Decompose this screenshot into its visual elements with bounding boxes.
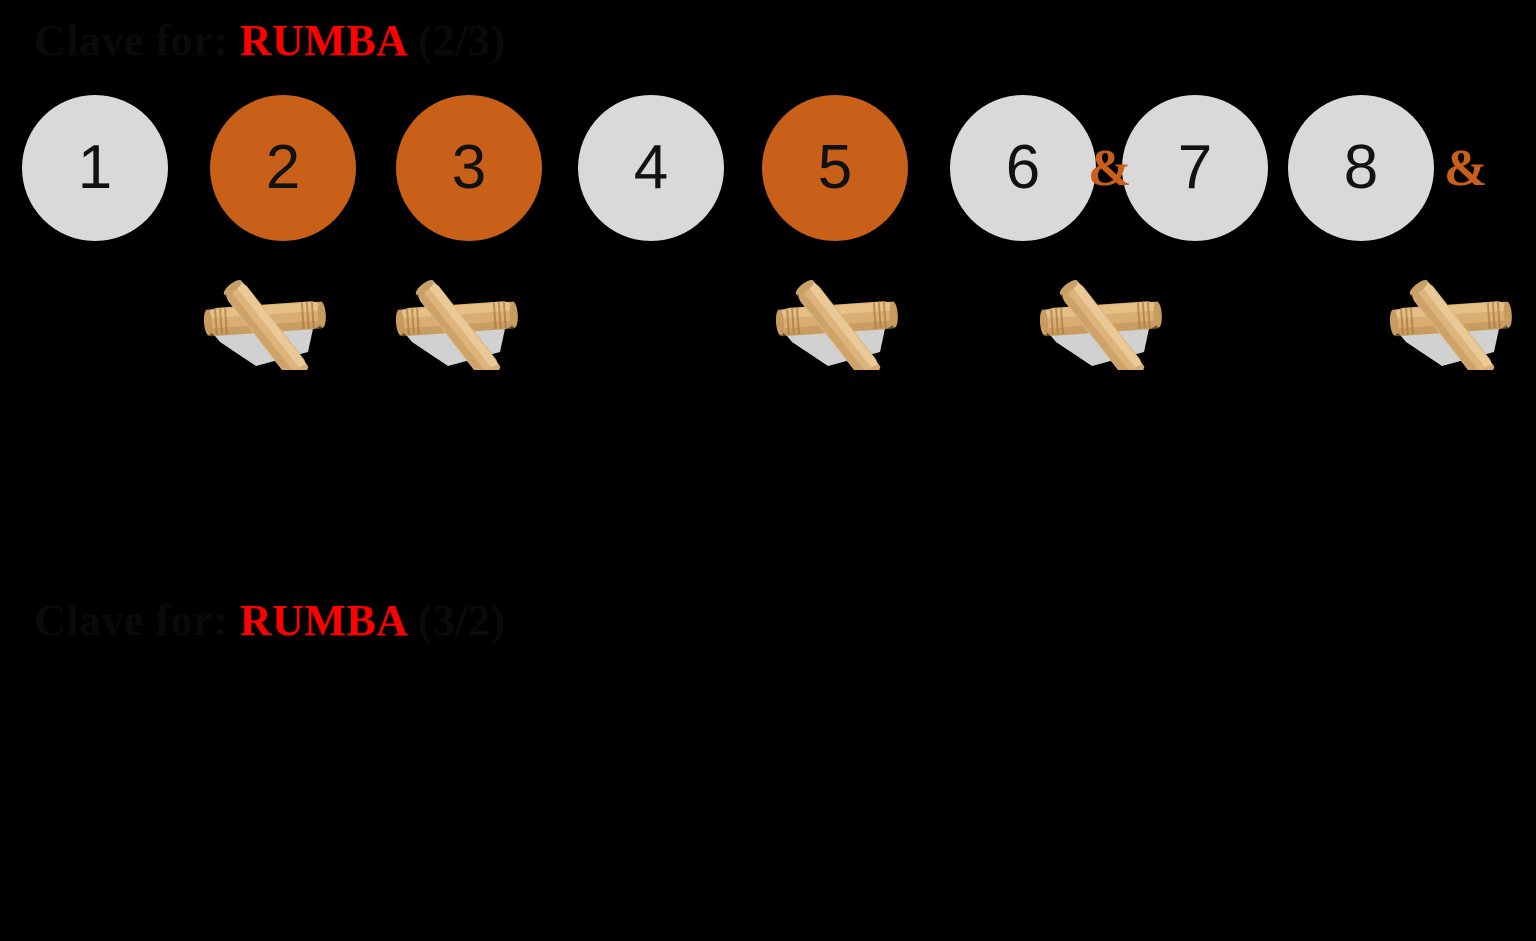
beat-circle-1[interactable]: 1 (22, 95, 168, 241)
beat-circle-4[interactable]: 4 (578, 95, 724, 241)
beat-number-label: 1 (77, 133, 113, 202)
beat-circle-5[interactable]: 5 (762, 95, 908, 241)
beat-number-label: 6 (1005, 133, 1041, 202)
beat-number-label: 2 (265, 133, 301, 202)
section-title-prefix: Clave for: (34, 596, 240, 645)
section-title-rumba-32: Clave for: RUMBA (3/2) (34, 596, 506, 646)
clave-sticks-icon (768, 278, 920, 370)
clave-strike-row-rumba-23 (0, 278, 1536, 373)
offbeat-and-label: & (1444, 140, 1488, 197)
clave-pattern-section-rumba-23: Clave for: RUMBA (2/3) 1 2 3 4 5 6 7 8 & & (0, 0, 1536, 470)
section-title-style-name: RUMBA (239, 16, 407, 65)
beat-number-label: 4 (633, 133, 669, 202)
section-title-rumba-23: Clave for: RUMBA (2/3) (34, 16, 506, 66)
clave-sticks-icon (196, 278, 348, 370)
beat-number-label: 3 (451, 133, 487, 202)
section-title-suffix: (2/3) (406, 16, 506, 65)
beat-number-label: 5 (817, 133, 853, 202)
offbeat-and-label: & (1088, 140, 1132, 197)
clave-sticks-icon (1032, 278, 1184, 370)
beat-circle-8[interactable]: 8 (1288, 95, 1434, 241)
beat-circle-6[interactable]: 6 (950, 95, 1096, 241)
clave-sticks-icon (1382, 278, 1534, 370)
beat-number-label: 8 (1343, 133, 1379, 202)
clave-sticks-icon (388, 278, 540, 370)
beat-circle-2[interactable]: 2 (210, 95, 356, 241)
beat-row-rumba-23: 1 2 3 4 5 6 7 8 & & (0, 95, 1536, 245)
beat-number-label: 7 (1177, 133, 1213, 202)
section-title-style-name: RUMBA (239, 596, 407, 645)
beat-circle-7[interactable]: 7 (1122, 95, 1268, 241)
beat-circle-3[interactable]: 3 (396, 95, 542, 241)
section-title-prefix: Clave for: (34, 16, 240, 65)
section-title-suffix: (3/2) (406, 596, 506, 645)
